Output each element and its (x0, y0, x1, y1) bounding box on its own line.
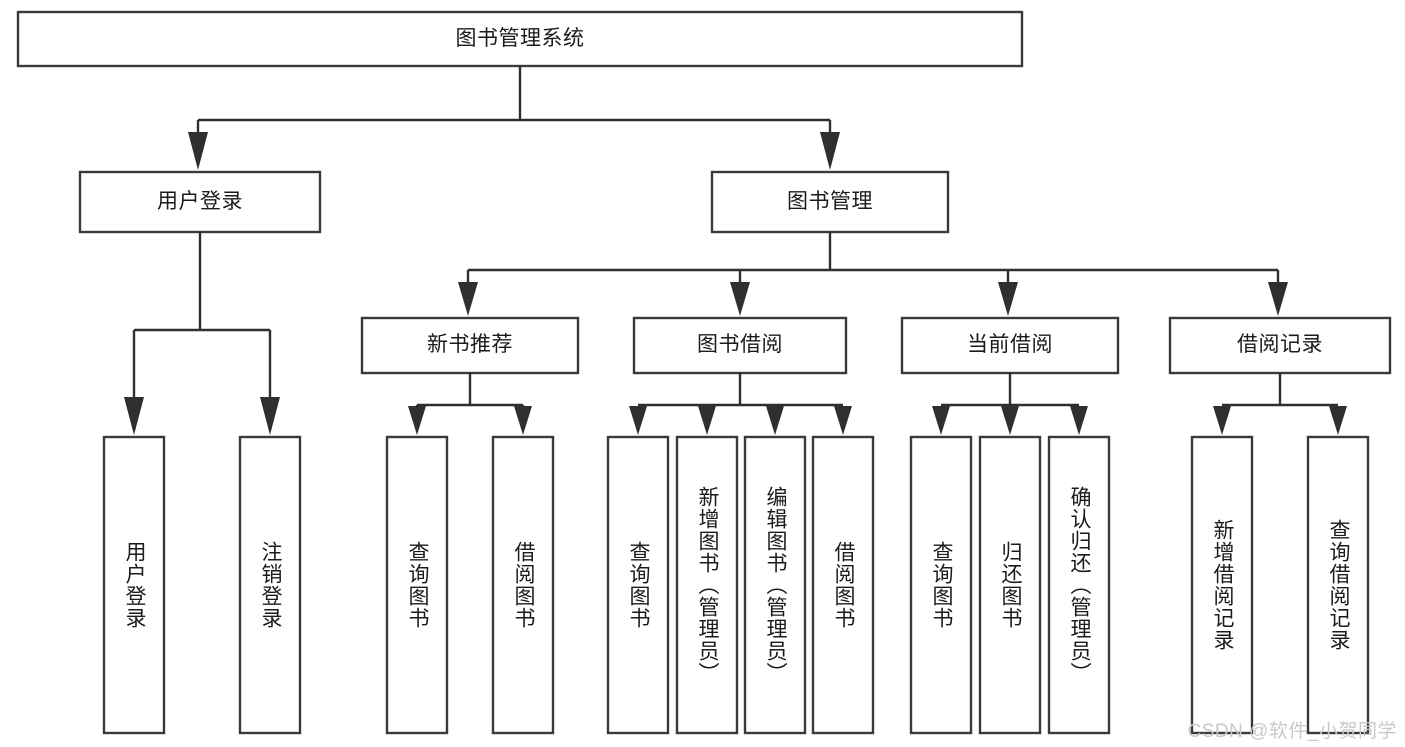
node-box-current-borrow[interactable] (900, 316, 1120, 375)
arrow-head-leaf-book-borrow-3 (766, 406, 784, 435)
node-box-book-management[interactable] (710, 170, 950, 234)
arrow-head-leaf-new-book-1 (408, 406, 426, 435)
arrow-head-leaf-borrow-record-2 (1329, 406, 1347, 435)
node-box-root[interactable] (16, 10, 1024, 68)
leaf-box-user-login-2[interactable] (238, 435, 302, 735)
arrow-head-current-borrow (998, 282, 1018, 316)
leaf-box-book-borrow-1[interactable] (606, 435, 670, 735)
node-box-new-book-recommend[interactable] (360, 316, 580, 375)
leaf-box-new-book-2[interactable] (491, 435, 555, 735)
leaf-box-current-borrow-1[interactable] (909, 435, 973, 735)
arrow-head-leaf-current-borrow-3 (1070, 406, 1088, 435)
leaf-box-current-borrow-3[interactable] (1047, 435, 1111, 735)
arrow-head-bookmgmt (820, 132, 840, 170)
leaf-box-book-borrow-2[interactable] (675, 435, 739, 735)
arrow-head-borrow-record (1268, 282, 1288, 316)
arrow-head-leaf-borrow-record-1 (1213, 406, 1231, 435)
arrow-head-leaf-user-login-2 (260, 397, 280, 435)
node-box-user-login[interactable] (78, 170, 322, 234)
arrow-head-userlogin (188, 132, 208, 170)
leaf-box-book-borrow-4[interactable] (811, 435, 875, 735)
leaf-box-current-borrow-2[interactable] (978, 435, 1042, 735)
leaf-box-borrow-record-1[interactable] (1190, 435, 1254, 735)
arrow-head-leaf-book-borrow-2 (698, 406, 716, 435)
arrow-head-leaf-current-borrow-1 (932, 406, 950, 435)
arrow-head-leaf-user-login-1 (124, 397, 144, 435)
node-box-borrow-record[interactable] (1168, 316, 1392, 375)
leaf-box-new-book-1[interactable] (385, 435, 449, 735)
arrow-head-new-book (458, 282, 478, 316)
arrow-head-leaf-current-borrow-2 (1001, 406, 1019, 435)
leaf-box-book-borrow-3[interactable] (743, 435, 807, 735)
arrow-head-leaf-book-borrow-1 (629, 406, 647, 435)
leaf-box-borrow-record-2[interactable] (1306, 435, 1370, 735)
arrow-head-leaf-new-book-2 (514, 406, 532, 435)
arrow-head-book-borrow (730, 282, 750, 316)
node-box-book-borrow[interactable] (632, 316, 848, 375)
leaf-box-user-login-1[interactable] (102, 435, 166, 735)
arrow-head-leaf-book-borrow-4 (834, 406, 852, 435)
